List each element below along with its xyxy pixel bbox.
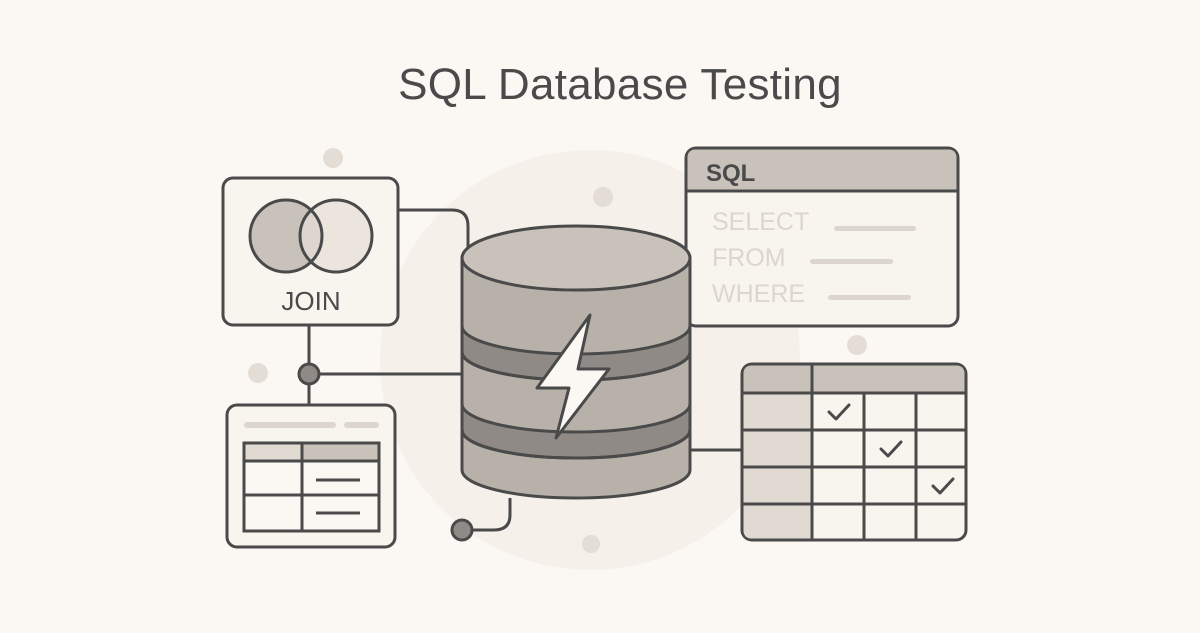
connector-lines <box>307 200 742 532</box>
database-cylinder <box>460 224 692 500</box>
result-grid <box>740 362 968 542</box>
join-label: JOIN <box>281 286 340 316</box>
page-title: SQL Database Testing <box>398 60 842 109</box>
sql-panel: SQL SELECT FROM WHERE <box>684 146 960 328</box>
junction-node-bottom <box>450 518 474 542</box>
check-icon <box>931 477 955 495</box>
mini-table-card <box>225 403 397 549</box>
junction-node <box>297 362 321 386</box>
sql-header: SQL <box>706 160 755 187</box>
check-icon <box>827 403 851 421</box>
sql-line-from: FROM <box>712 244 786 272</box>
lightning-bolt-icon <box>535 313 611 440</box>
venn-diagram-icon <box>248 198 374 274</box>
join-card: JOIN <box>221 176 400 327</box>
check-icon <box>879 440 903 458</box>
sql-line-select: SELECT <box>712 208 809 236</box>
decorative-dots <box>248 148 867 553</box>
sql-line-where: WHERE <box>712 280 805 308</box>
